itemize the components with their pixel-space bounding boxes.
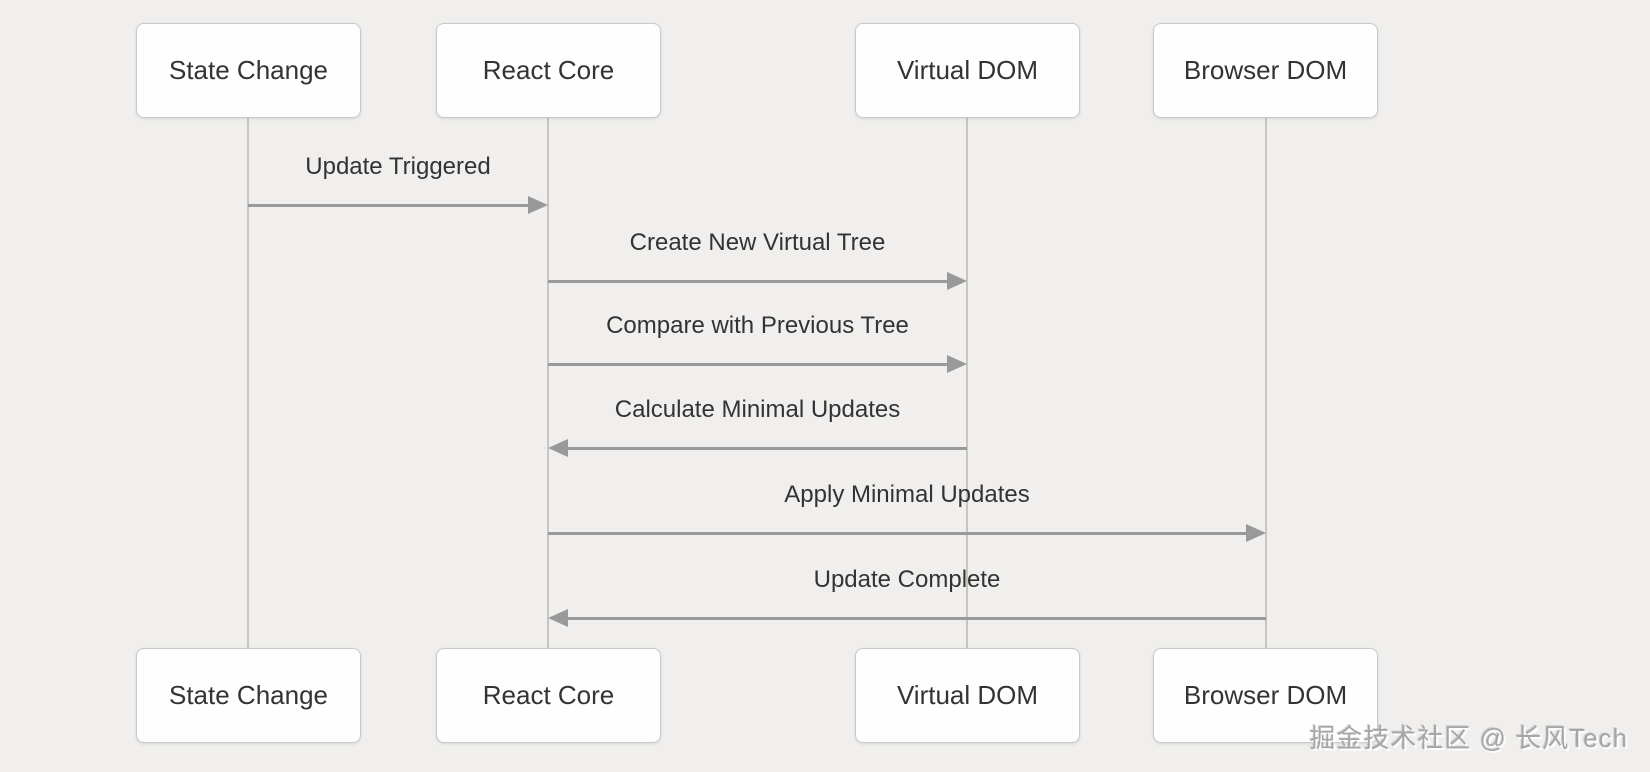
participant-react-core-bottom: React Core [436, 648, 661, 743]
message-arrow-calculate-minimal-updates [554, 447, 967, 450]
watermark: 掘金技术社区 @ 长风Tech [1309, 723, 1628, 753]
participant-state-change-bottom: State Change [136, 648, 361, 743]
lifeline-browser-dom [1265, 118, 1267, 648]
message-arrow-update-complete [554, 617, 1266, 620]
message-label-create-new-virtual-tree: Create New Virtual Tree [629, 229, 886, 256]
arrowhead-left-icon [548, 439, 568, 457]
participant-label: React Core [482, 55, 615, 85]
participant-virtual-dom-bottom: Virtual DOM [855, 648, 1080, 743]
lifeline-state-change [247, 118, 249, 648]
participant-label: Browser DOM [1183, 55, 1348, 85]
arrowhead-left-icon [548, 609, 568, 627]
participant-label: Virtual DOM [896, 55, 1039, 85]
message-label-update-triggered: Update Triggered [305, 153, 491, 180]
message-label-compare-with-previous-tree: Compare with Previous Tree [606, 312, 909, 339]
arrowhead-right-icon [947, 355, 967, 373]
participant-label: Browser DOM [1183, 680, 1348, 710]
participant-browser-dom-bottom: Browser DOM [1153, 648, 1378, 743]
message-label-calculate-minimal-updates: Calculate Minimal Updates [614, 396, 901, 423]
participant-label: State Change [168, 680, 328, 710]
participant-label: Virtual DOM [896, 680, 1039, 710]
participant-label: React Core [482, 680, 615, 710]
participant-browser-dom-top: Browser DOM [1153, 23, 1378, 118]
lifeline-react-core [547, 118, 549, 648]
participant-virtual-dom-top: Virtual DOM [855, 23, 1080, 118]
arrowhead-right-icon [947, 272, 967, 290]
message-label-apply-minimal-updates: Apply Minimal Updates [784, 481, 1030, 508]
arrowhead-right-icon [528, 196, 548, 214]
participant-react-core-top: React Core [436, 23, 661, 118]
arrowhead-right-icon [1246, 524, 1266, 542]
message-arrow-apply-minimal-updates [548, 532, 1260, 535]
lifeline-virtual-dom [966, 118, 968, 648]
message-arrow-create-new-virtual-tree [548, 280, 961, 283]
message-label-update-complete: Update Complete [813, 566, 1001, 593]
message-arrow-compare-with-previous-tree [548, 363, 961, 366]
message-arrow-update-triggered [248, 204, 542, 207]
participant-state-change-top: State Change [136, 23, 361, 118]
participant-label: State Change [168, 55, 328, 85]
